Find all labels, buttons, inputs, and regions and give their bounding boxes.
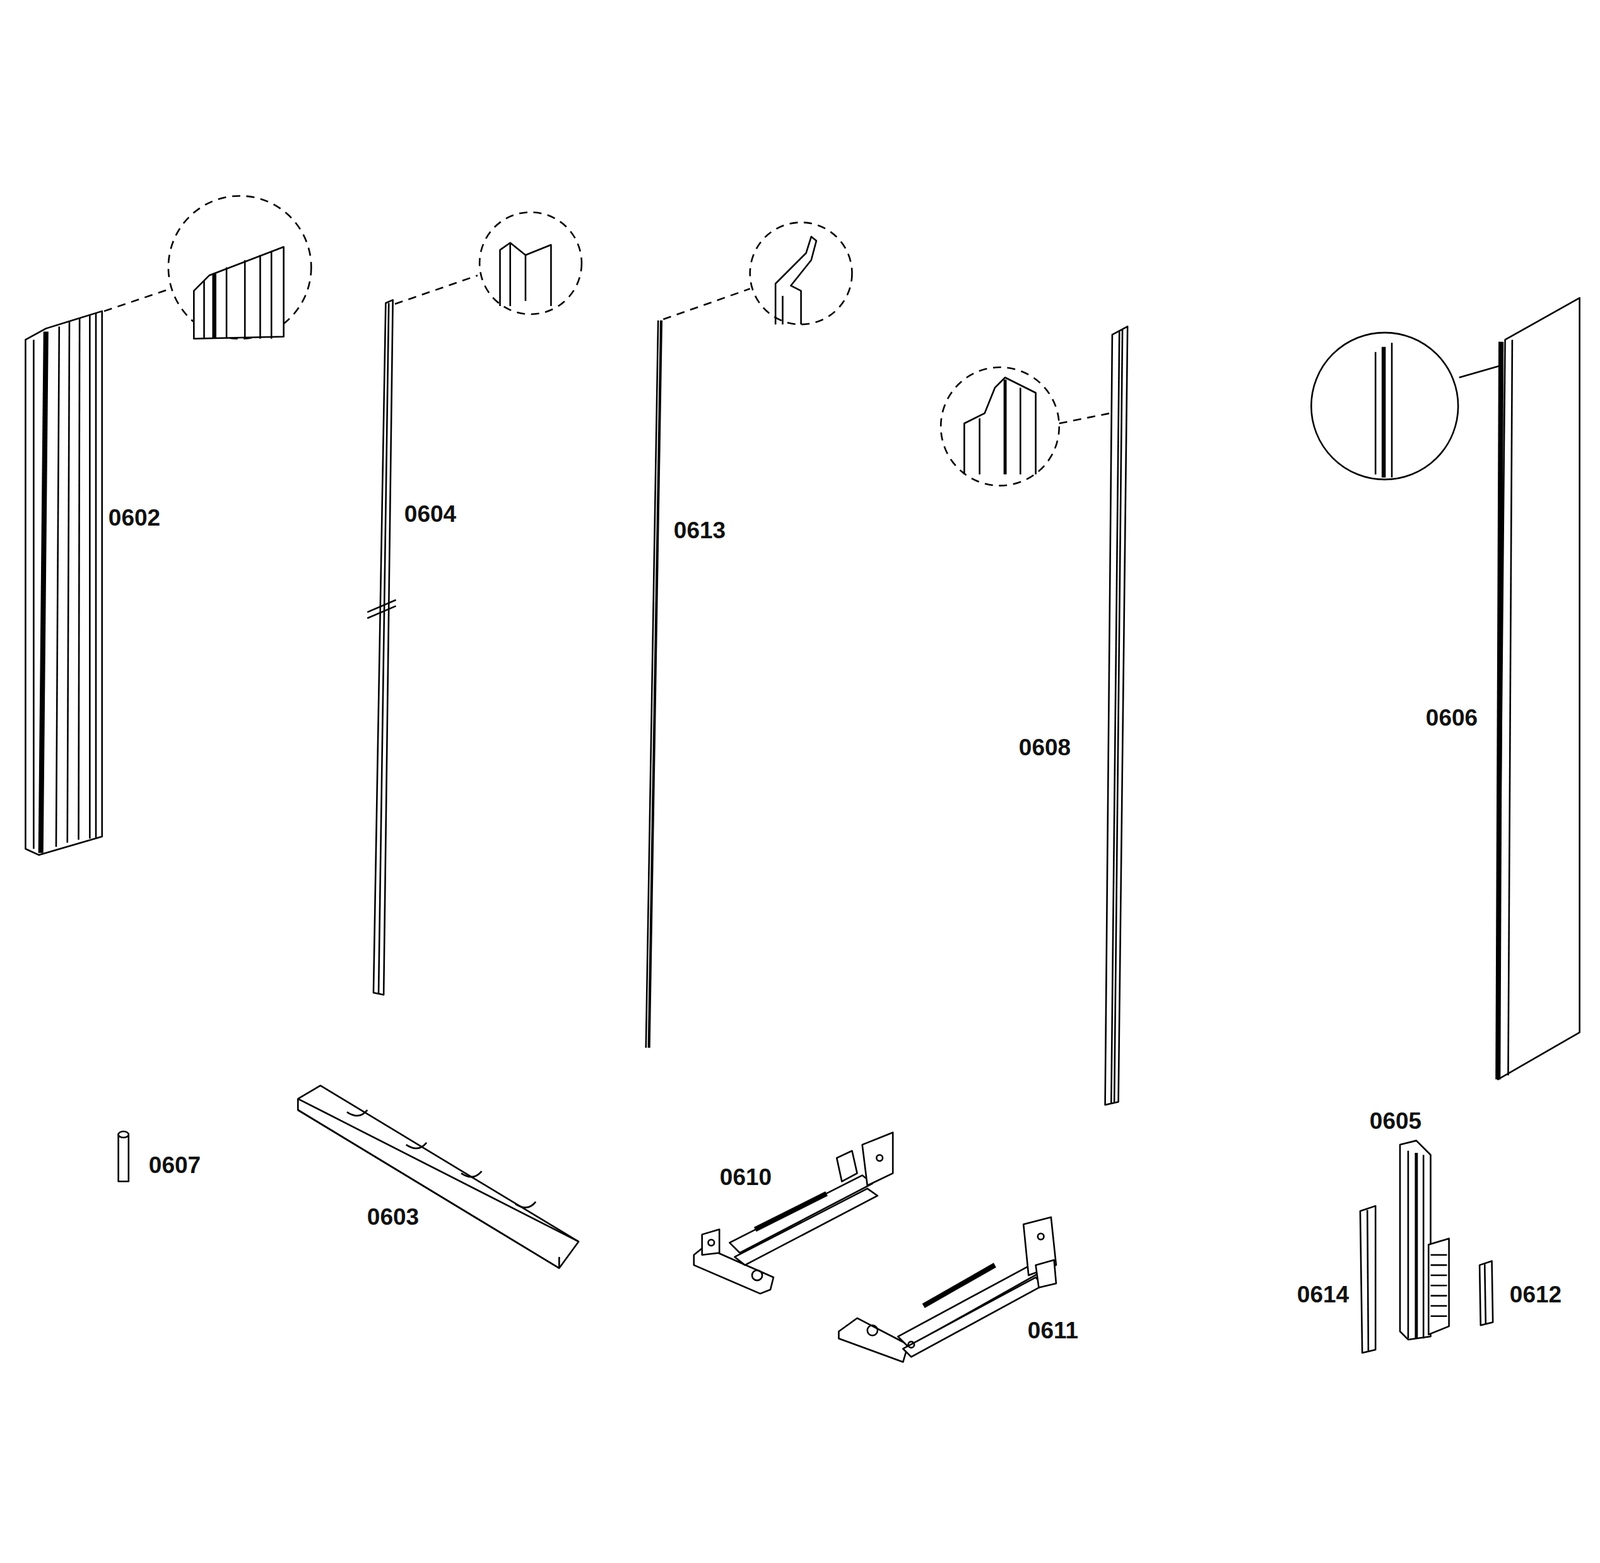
callout-number: 0607	[148, 1153, 201, 1177]
callout-number: 0608	[1018, 735, 1071, 759]
callout-number: 0611	[1027, 1318, 1079, 1342]
callout-number: 0614	[1297, 1282, 1349, 1306]
callout-number: 0603	[367, 1205, 419, 1229]
callout-number: 0612	[1509, 1282, 1562, 1306]
callout-number: 0610	[719, 1165, 772, 1189]
callout-number: 0606	[1425, 705, 1478, 730]
callout-number: 0605	[1369, 1109, 1422, 1133]
callout-number: 0602	[108, 505, 161, 530]
callout-number: 0604	[404, 502, 457, 526]
callout-number: 0613	[673, 518, 726, 542]
